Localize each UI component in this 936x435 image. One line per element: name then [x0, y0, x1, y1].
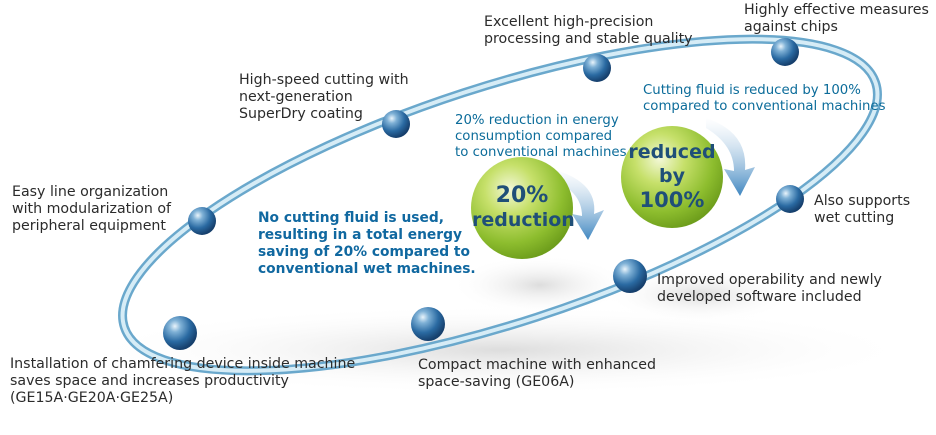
node-chips	[771, 38, 799, 66]
badge-shadow-left	[450, 255, 630, 315]
badge-shadow-right	[605, 267, 795, 323]
arrow-down-icon	[548, 168, 604, 240]
badge-fluid-text: reduced by 100%	[622, 140, 722, 212]
node-compact	[411, 307, 445, 341]
note-fluid: Cutting fluid is reduced by 100% compare…	[643, 83, 886, 114]
badge-fluid-line1: reduced	[628, 141, 716, 163]
badge-fluid-value: 100%	[639, 188, 705, 212]
feature-software: Improved operability and newly developed…	[657, 272, 882, 305]
feature-compact: Compact machine with enhanced space-savi…	[418, 357, 657, 390]
feature-wet: Also supports wet cutting	[814, 193, 911, 226]
badge-fluid	[621, 126, 723, 228]
badge-energy-unit: reduction	[472, 209, 575, 231]
feature-superdry: High-speed cutting with next-generation …	[239, 72, 409, 122]
node-precision	[583, 54, 611, 82]
node-superdry	[382, 110, 410, 138]
note-energy: 20% reduction in energy consumption comp…	[455, 113, 627, 160]
note-total-saving: No cutting fluid is used, resulting in a…	[258, 210, 476, 277]
badge-energy-value: 20%	[495, 183, 549, 208]
badge-energy-text: 20% reduction	[472, 183, 575, 232]
node-software	[613, 259, 647, 293]
node-chamfer	[163, 316, 197, 350]
badge-energy	[471, 157, 573, 259]
feature-line-org: Easy line organization with modularizati…	[12, 184, 172, 234]
feature-chamfer: Installation of chamfering device inside…	[10, 356, 356, 406]
arrow-down-icon	[706, 118, 755, 196]
feature-chips: Highly effective measures against chips	[744, 2, 929, 35]
badge-fluid-line2: by	[659, 165, 685, 187]
node-wet	[776, 185, 804, 213]
orbit-ring	[118, 34, 882, 376]
feature-precision: Excellent high-precision processing and …	[484, 14, 693, 47]
node-line-org	[188, 207, 216, 235]
